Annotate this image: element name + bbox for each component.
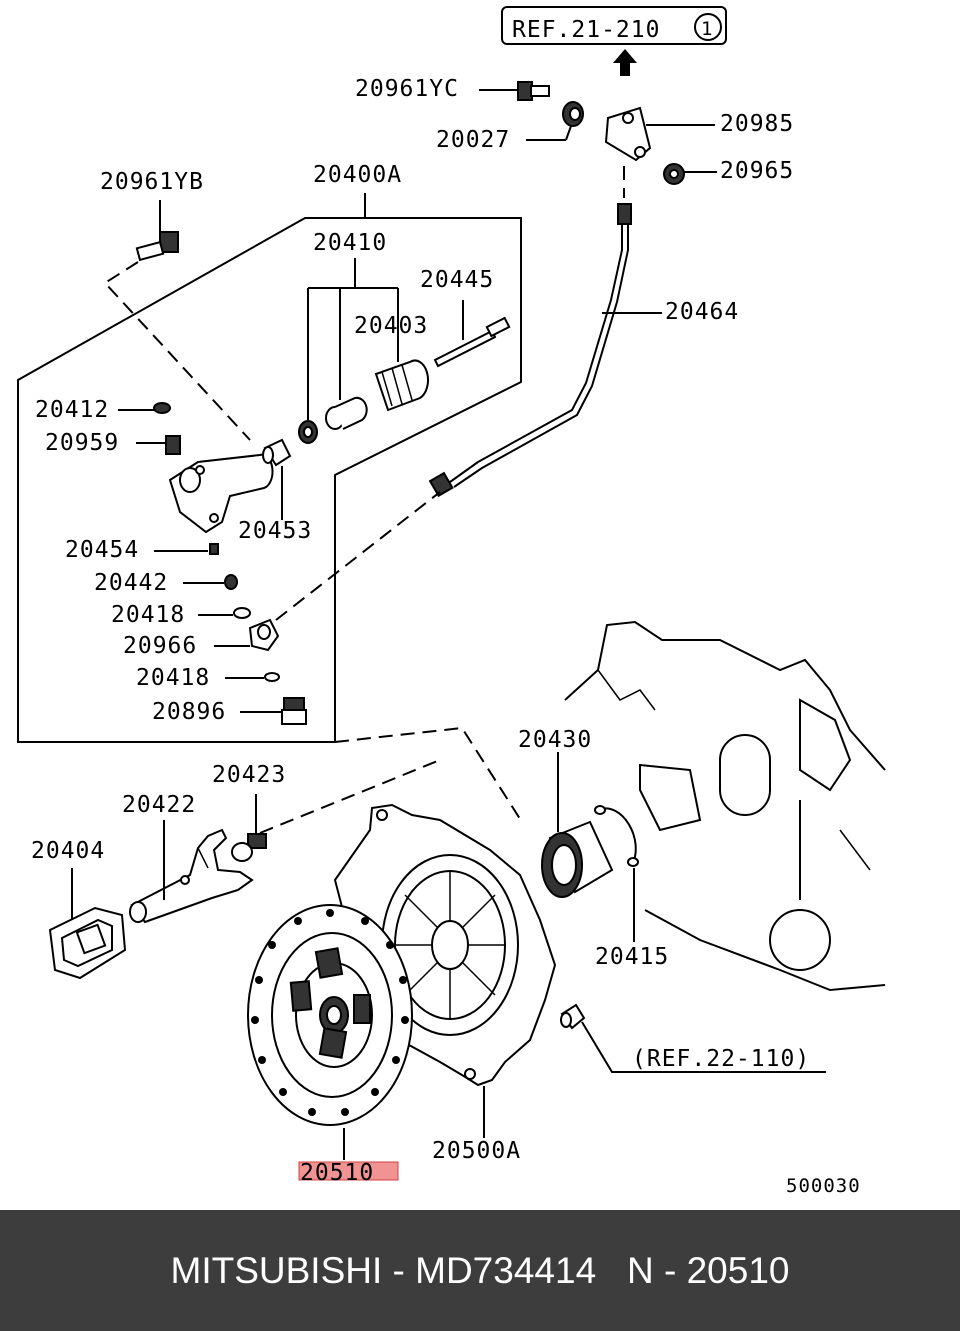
union-20966	[248, 618, 280, 652]
label-20500A: 20500A	[432, 1138, 521, 1164]
ref-top-box: REF.21-210 1	[501, 6, 727, 45]
fork-20422	[129, 828, 254, 924]
figure-code: 500030	[786, 1175, 861, 1197]
bolt-20961YC	[517, 81, 550, 101]
bolt-20961YB	[135, 231, 179, 262]
cylinder-body	[168, 453, 274, 534]
label-20027: 20027	[436, 127, 510, 153]
nut-20965	[663, 163, 685, 185]
label-20400A: 20400A	[313, 162, 402, 188]
kit-box-20400A	[17, 217, 522, 743]
label-20965: 20965	[720, 158, 794, 184]
up-arrow-icon	[613, 49, 637, 76]
label-20418-a: 20418	[111, 602, 185, 628]
label-20404: 20404	[31, 838, 105, 864]
label-20418-b: 20418	[136, 665, 210, 691]
pivot-20423	[231, 833, 267, 862]
piston-20410	[325, 396, 368, 430]
seal-ring-20410	[298, 420, 318, 444]
clip-20415	[594, 805, 639, 867]
label-20442: 20442	[94, 570, 168, 596]
part-20454	[209, 543, 219, 555]
label-20464: 20464	[665, 299, 739, 325]
gasket-20418-b	[264, 672, 280, 682]
footer-caption-bar: MITSUBISHI - MD734414 N - 20510	[0, 1210, 960, 1331]
ref-bottom-text: (REF.22-110)	[632, 1046, 810, 1072]
label-20415: 20415	[595, 944, 669, 970]
label-20961YC: 20961YC	[355, 76, 459, 102]
washer-20412	[153, 402, 171, 414]
stud-ref-22-110	[560, 1003, 586, 1030]
label-20422: 20422	[122, 792, 196, 818]
label-20403: 20403	[354, 313, 428, 339]
label-20412: 20412	[35, 397, 109, 423]
label-20453: 20453	[238, 518, 312, 544]
boot-20403	[374, 359, 429, 412]
bolt-20896	[281, 697, 307, 725]
cap-20453	[262, 438, 292, 467]
label-20961YB: 20961YB	[100, 169, 204, 195]
label-20896: 20896	[152, 699, 226, 725]
label-20959: 20959	[45, 430, 119, 456]
label-20966: 20966	[123, 633, 197, 659]
label-20410: 20410	[313, 230, 387, 256]
ref-top-text: REF.21-210	[512, 17, 660, 43]
label-20510-highlight	[298, 1161, 399, 1181]
ref-top-circle-number: 1	[701, 18, 713, 40]
boot-20404	[48, 906, 127, 980]
label-20423: 20423	[212, 762, 286, 788]
transmission-housing	[564, 620, 886, 992]
clutch-parts-diagram: REF.21-210 1 20961YC 20027 20985 20965	[17, 6, 886, 1197]
bleeder-20959	[165, 435, 181, 455]
label-20430: 20430	[518, 727, 592, 753]
label-20445: 20445	[420, 267, 494, 293]
label-20510: 20510	[300, 1160, 374, 1186]
label-20985: 20985	[720, 111, 794, 137]
label-20454: 20454	[65, 537, 139, 563]
clutch-disc-20510	[247, 904, 413, 1126]
release-bearing-20430	[541, 820, 614, 898]
leader-20410	[307, 258, 399, 420]
pushrod-20445	[433, 316, 511, 368]
tube-20464	[428, 203, 632, 498]
nut-20027	[562, 101, 584, 127]
part-20442	[224, 574, 238, 590]
bracket-20985	[604, 106, 652, 162]
footer-caption: MITSUBISHI - MD734414 N - 20510	[170, 1249, 790, 1291]
gasket-20418-a	[233, 607, 251, 619]
